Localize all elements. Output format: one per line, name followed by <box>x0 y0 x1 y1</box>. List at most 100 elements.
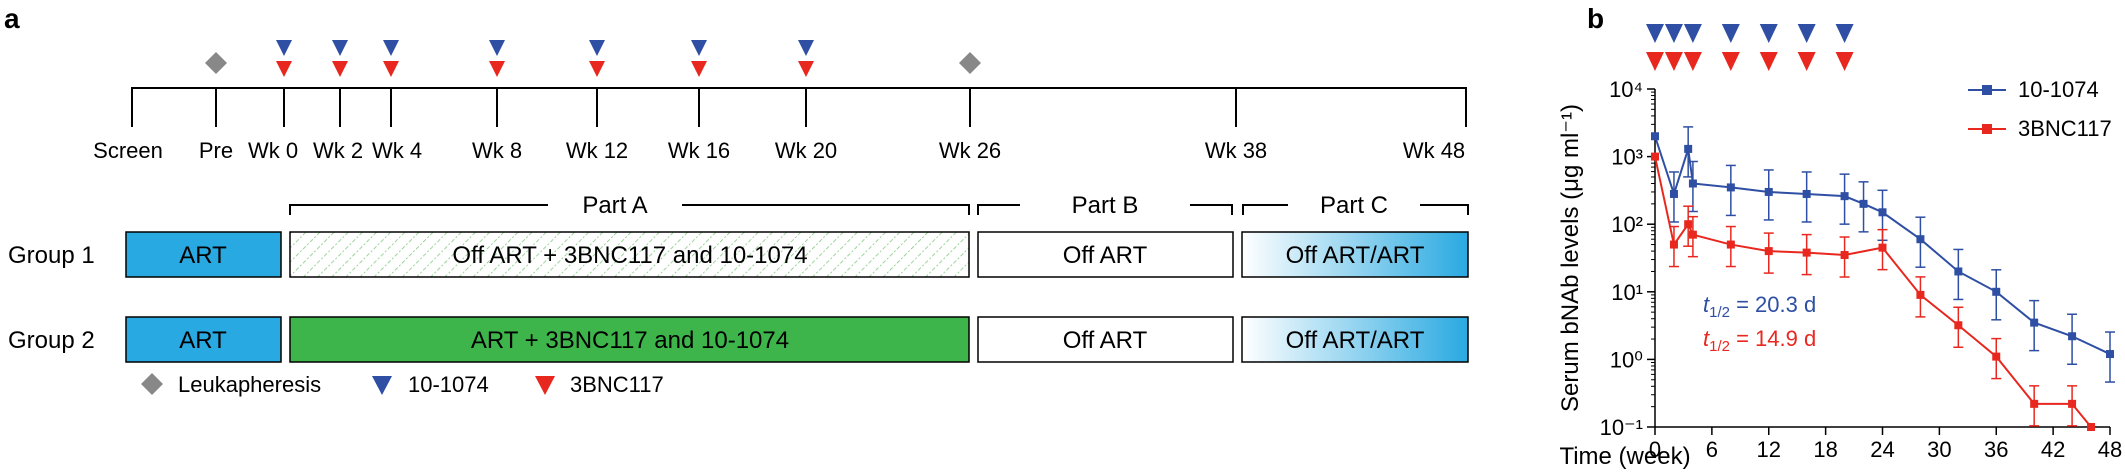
3bnc117-triangle-icon <box>691 61 707 77</box>
dose-marker-3bnc117 <box>1759 52 1778 71</box>
part-a-label: Part A <box>582 192 647 219</box>
legend-label-3bnc117: 3BNC117 <box>2018 116 2112 141</box>
x-tick-label: 18 <box>1813 437 1837 462</box>
group-1-off-art-text: Off ART <box>1063 242 1148 269</box>
dose-markers <box>1646 24 1854 71</box>
part-b-bracket <box>977 204 1233 215</box>
3bnc117-triangle-icon <box>589 61 605 77</box>
group-1-off-art-combo-text: Off ART + 3BNC117 and 10-1074 <box>452 242 807 269</box>
3bnc117-triangle-icon <box>798 61 814 77</box>
x-tick-label: 36 <box>1984 437 2008 462</box>
dose-marker-10-1074 <box>1646 24 1664 43</box>
3bnc117-triangle-icon <box>276 61 292 77</box>
data-point-3BNC117 <box>1684 220 1693 229</box>
y-tick-label: 10⁻¹ <box>1600 415 1643 440</box>
group-2-art-combo-box <box>289 316 970 363</box>
y-tick-label: 10⁰ <box>1610 347 1643 372</box>
part-c-bracket <box>1242 204 1469 215</box>
data-point-10-1074 <box>1726 183 1735 192</box>
dose-marker-10-1074 <box>1759 24 1778 43</box>
data-point-10-1074 <box>1688 179 1697 188</box>
series-line-10-1074 <box>1654 135 2111 355</box>
y-axis-title: Serum bNAb levels (μg ml⁻¹) <box>1557 104 1584 412</box>
panel-a-label: a <box>4 3 20 34</box>
timeline-label: Wk 4 <box>372 138 422 163</box>
dose-marker-10-1074 <box>1835 24 1854 43</box>
t-half-annotation-3bnc117: t1/2 = 14.9 d <box>1703 326 1816 355</box>
x-tick-label: 30 <box>1927 437 1951 462</box>
x-tick-label: 48 <box>2098 437 2122 462</box>
10-1074-legend-icon <box>372 376 392 395</box>
group-1-art-text: ART <box>179 242 227 269</box>
timeline-label: Wk 8 <box>472 138 522 163</box>
timeline-label: Wk 12 <box>566 138 628 163</box>
data-point-3BNC117 <box>1688 230 1697 239</box>
10-1074-triangle-icon <box>798 40 814 56</box>
leukapheresis-legend-icon <box>141 373 163 395</box>
dose-marker-10-1074 <box>1664 24 1683 43</box>
10-1074-triangle-icon <box>332 40 348 56</box>
part-c-label: Part C <box>1320 192 1388 219</box>
panel-b-label: b <box>1587 3 1604 34</box>
10-1074-triangle-icon <box>691 40 707 56</box>
data-point-3BNC117 <box>1840 251 1849 260</box>
data-point-10-1074 <box>2030 318 2039 327</box>
data-point-10-1074 <box>1840 192 1849 201</box>
leukapheresis-legend-label: Leukapheresis <box>178 372 321 397</box>
y-tick-label: 10² <box>1611 212 1643 237</box>
3bnc117-triangle-icon <box>383 61 399 77</box>
timeline-label: Pre <box>199 138 233 163</box>
data-point-3BNC117 <box>2068 399 2077 408</box>
data-point-10-1074 <box>1669 189 1678 198</box>
group-1-off-art-combo-box <box>289 231 970 278</box>
3bnc117-triangle-icon <box>489 61 505 77</box>
group-1-art-box <box>125 231 282 278</box>
data-point-3BNC117 <box>1878 243 1887 252</box>
timeline-label: Wk 0 <box>248 138 298 163</box>
chart-legend: 10-1074 3BNC117 <box>1968 77 2112 141</box>
3bnc117-legend-label: 3BNC117 <box>570 372 664 397</box>
group-2-art-box <box>125 316 282 363</box>
dose-marker-10-1074 <box>1721 24 1740 43</box>
group-2-art-combo-text: ART + 3BNC117 and 10-1074 <box>471 327 789 354</box>
10-1074-triangle-icon <box>383 40 399 56</box>
dose-marker-3bnc117 <box>1835 52 1854 71</box>
data-point-3BNC117 <box>1802 248 1811 257</box>
data-point-10-1074 <box>1651 132 1659 141</box>
data-point-10-1074 <box>1859 199 1868 208</box>
data-point-3BNC117 <box>1726 240 1735 249</box>
x-tick-label: 42 <box>2041 437 2065 462</box>
dose-marker-3bnc117 <box>1646 52 1664 71</box>
x-tick-label: 0 <box>1649 437 1661 462</box>
series-line-3BNC117 <box>1654 156 2092 428</box>
data-point-3BNC117 <box>1992 352 2001 361</box>
x-tick-label: 12 <box>1757 437 1781 462</box>
data-point-10-1074 <box>1684 144 1693 153</box>
legend-marker-10-1074 <box>1982 85 1992 95</box>
data-point-10-1074 <box>1916 235 1925 244</box>
10-1074-triangle-icon <box>589 40 605 56</box>
10-1074-triangle-icon <box>489 40 505 56</box>
leukapheresis-diamond-icon <box>959 52 981 74</box>
dose-marker-3bnc117 <box>1664 52 1683 71</box>
y-tick-label: 10³ <box>1611 145 1643 170</box>
part-b-label: Part B <box>1072 192 1139 219</box>
10-1074-legend-label: 10-1074 <box>408 372 489 397</box>
dose-marker-3bnc117 <box>1683 52 1702 71</box>
group-2-off-art-art-box <box>1241 316 1469 363</box>
y-tick-label: 10¹ <box>1611 280 1643 305</box>
panel-a: a Screen Pre Wk 0 Wk 2 Wk 4 Wk 8 Wk 12 <box>4 3 1469 397</box>
data-point-10-1074 <box>1764 187 1773 196</box>
data-point-3BNC117 <box>1764 247 1773 256</box>
group-1-off-art-art-box <box>1241 231 1469 278</box>
timeline-label: Wk 26 <box>939 138 1001 163</box>
data-point-10-1074 <box>1878 208 1887 217</box>
x-tick-label: 6 <box>1706 437 1718 462</box>
group-2-off-art-text: Off ART <box>1063 327 1148 354</box>
data-point-10-1074 <box>1954 267 1963 276</box>
legend-marker-3bnc117 <box>1982 124 1992 134</box>
